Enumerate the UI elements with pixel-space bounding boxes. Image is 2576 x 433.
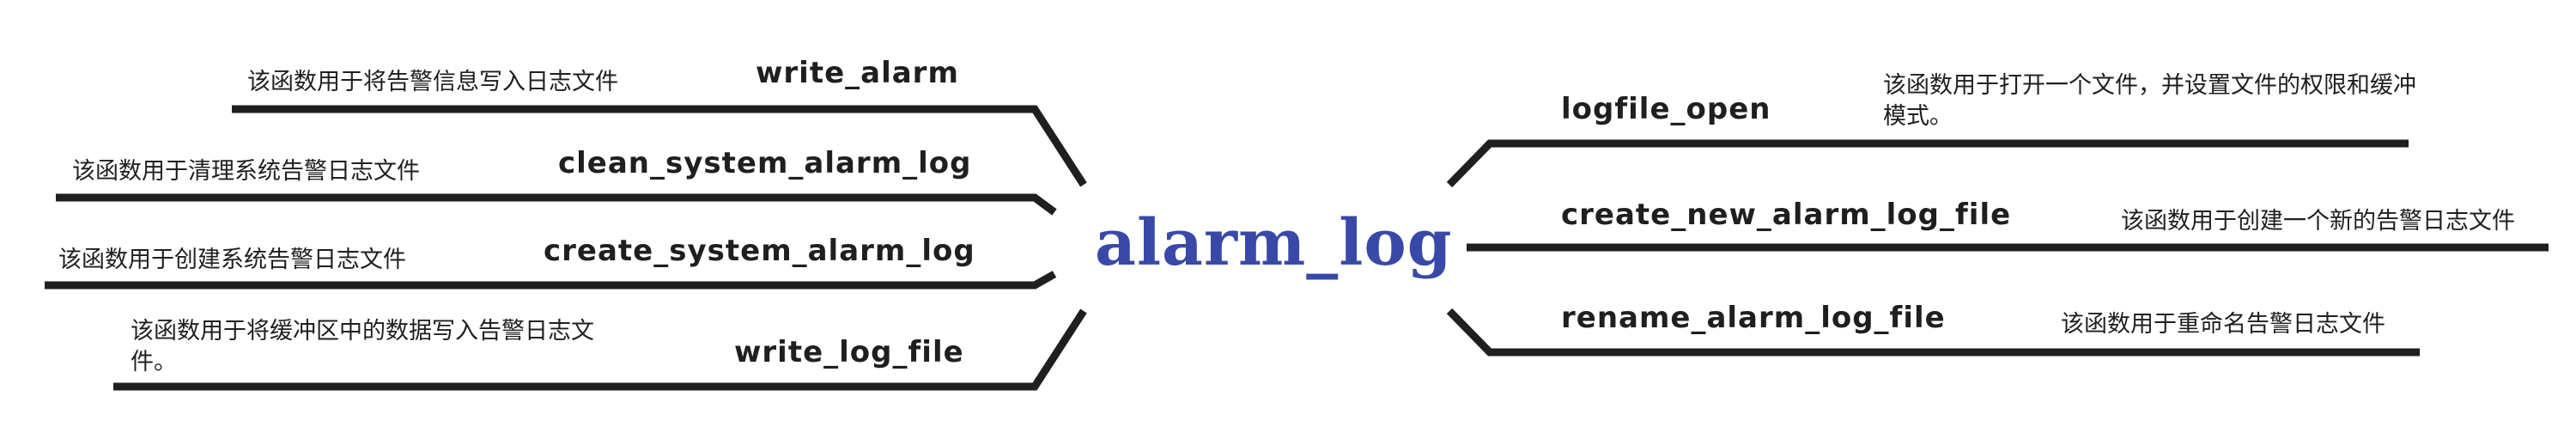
branch-description: 该函数用于创建系统告警日志文件 <box>58 247 406 273</box>
branch-line-write-alarm <box>232 105 1087 187</box>
branch-description: 该函数用于清理系统告警日志文件 <box>72 158 420 185</box>
branch-line-create-system-alarm-log <box>45 271 1057 290</box>
branch-line-write-log-file <box>113 308 1087 391</box>
branch-function-name: rename_alarm_log_file <box>1561 301 1946 335</box>
branch-line-rename-alarm-log-file <box>1446 308 2420 357</box>
branch-line-logfile-open <box>1446 139 2409 188</box>
branch-description: 该函数用于重命名告警日志文件 <box>2061 311 2385 338</box>
branch-function-name: write_alarm <box>756 56 959 90</box>
branch-description: 该函数用于将告警信息写入日志文件 <box>247 69 618 95</box>
branch-function-name: logfile_open <box>1561 92 1771 126</box>
branch-function-name: clean_system_alarm_log <box>558 146 972 180</box>
branch-description: 该函数用于创建一个新的告警日志文件 <box>2121 208 2515 235</box>
branch-function-name: write_log_file <box>734 335 964 369</box>
central-topic: alarm_log <box>1095 206 1453 280</box>
branch-description: 该函数用于打开一个文件，并设置文件的权限和缓冲模式。 <box>1883 72 2416 130</box>
branch-description: 该函数用于将缓冲区中的数据写入告警日志文件。 <box>131 318 594 375</box>
branch-function-name: create_system_alarm_log <box>544 234 975 268</box>
branch-function-name: create_new_alarm_log_file <box>1561 198 2012 232</box>
branch-line-clean-system-alarm-log <box>56 193 1057 216</box>
